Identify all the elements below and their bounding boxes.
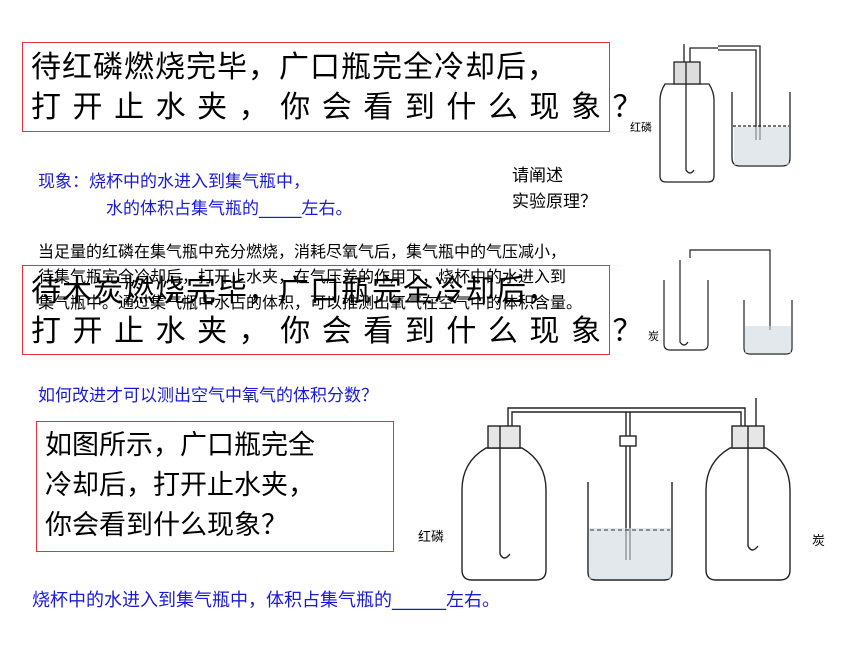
question2-line2: 打 开 止 水 夹 ， 你 会 看 到 什 么 现 象 ？ bbox=[31, 314, 644, 349]
label-charcoal1: 炭 bbox=[648, 330, 659, 343]
answer3: 烧杯中的水进入到集气瓶中，体积占集气瓶的______左右。 bbox=[32, 590, 500, 611]
question1-line1: 待红磷燃烧完毕，广口瓶完全冷却后， bbox=[31, 50, 558, 85]
apparatus-combined-diagram: 红磷 炭 bbox=[418, 398, 825, 581]
explain-prompt-line1: 请阐述 bbox=[512, 166, 563, 186]
question3-box: 如图所示，广口瓶完全 冷却后，打开止水夹， 你会看到什么现象？ bbox=[36, 421, 394, 552]
question3-line2: 冷却后，打开止水夹， bbox=[45, 470, 315, 501]
explain-prompt-line2: 实验原理？ bbox=[512, 192, 597, 212]
label-phosphorus2: 红磷 bbox=[418, 529, 444, 545]
principle-line3: 集气瓶中。通过集气瓶中水占的体积，可以推测出氧气在空气中的体积含量。 bbox=[38, 293, 583, 312]
improve-question: 如何改进才可以测出空气中氧气的体积分数？ bbox=[38, 386, 378, 406]
question2-line1: 待木炭燃烧完毕，广口瓶完全冷却后， bbox=[31, 274, 558, 309]
question3-line3: 你会看到什么现象？ bbox=[45, 510, 288, 541]
answer1-line1: 现象：烧杯中的水进入到集气瓶中， bbox=[38, 172, 310, 192]
question2-box: 待木炭燃烧完毕，广口瓶完全冷却后， 打 开 止 水 夹 ， 你 会 看 到 什 … bbox=[22, 265, 643, 355]
principle-line2: 待集气瓶完全冷却后，打开止水夹，在气压差的作用下，烧杯中的水进入到 bbox=[38, 267, 567, 286]
apparatus-charcoal-diagram: 炭 bbox=[648, 249, 793, 355]
apparatus-phosphorus-diagram: 红磷 bbox=[630, 44, 791, 183]
principle-line1: 当足量的红磷在集气瓶中充分燃烧，消耗尽氧气后，集气瓶中的气压减小， bbox=[38, 242, 567, 261]
label-phosphorus1: 红磷 bbox=[630, 121, 652, 134]
answer1-line2: 水的体积占集气瓶的_____左右。 bbox=[106, 199, 353, 219]
question1-line2: 打 开 止 水 夹 ， 你 会 看 到 什 么 现 象 ？ bbox=[31, 90, 644, 125]
label-charcoal2: 炭 bbox=[812, 534, 825, 549]
question3-line1: 如图所示，广口瓶完全 bbox=[45, 430, 315, 461]
question1-box: 待红磷燃烧完毕，广口瓶完全冷却后， 打 开 止 水 夹 ， 你 会 看 到 什 … bbox=[22, 42, 643, 132]
